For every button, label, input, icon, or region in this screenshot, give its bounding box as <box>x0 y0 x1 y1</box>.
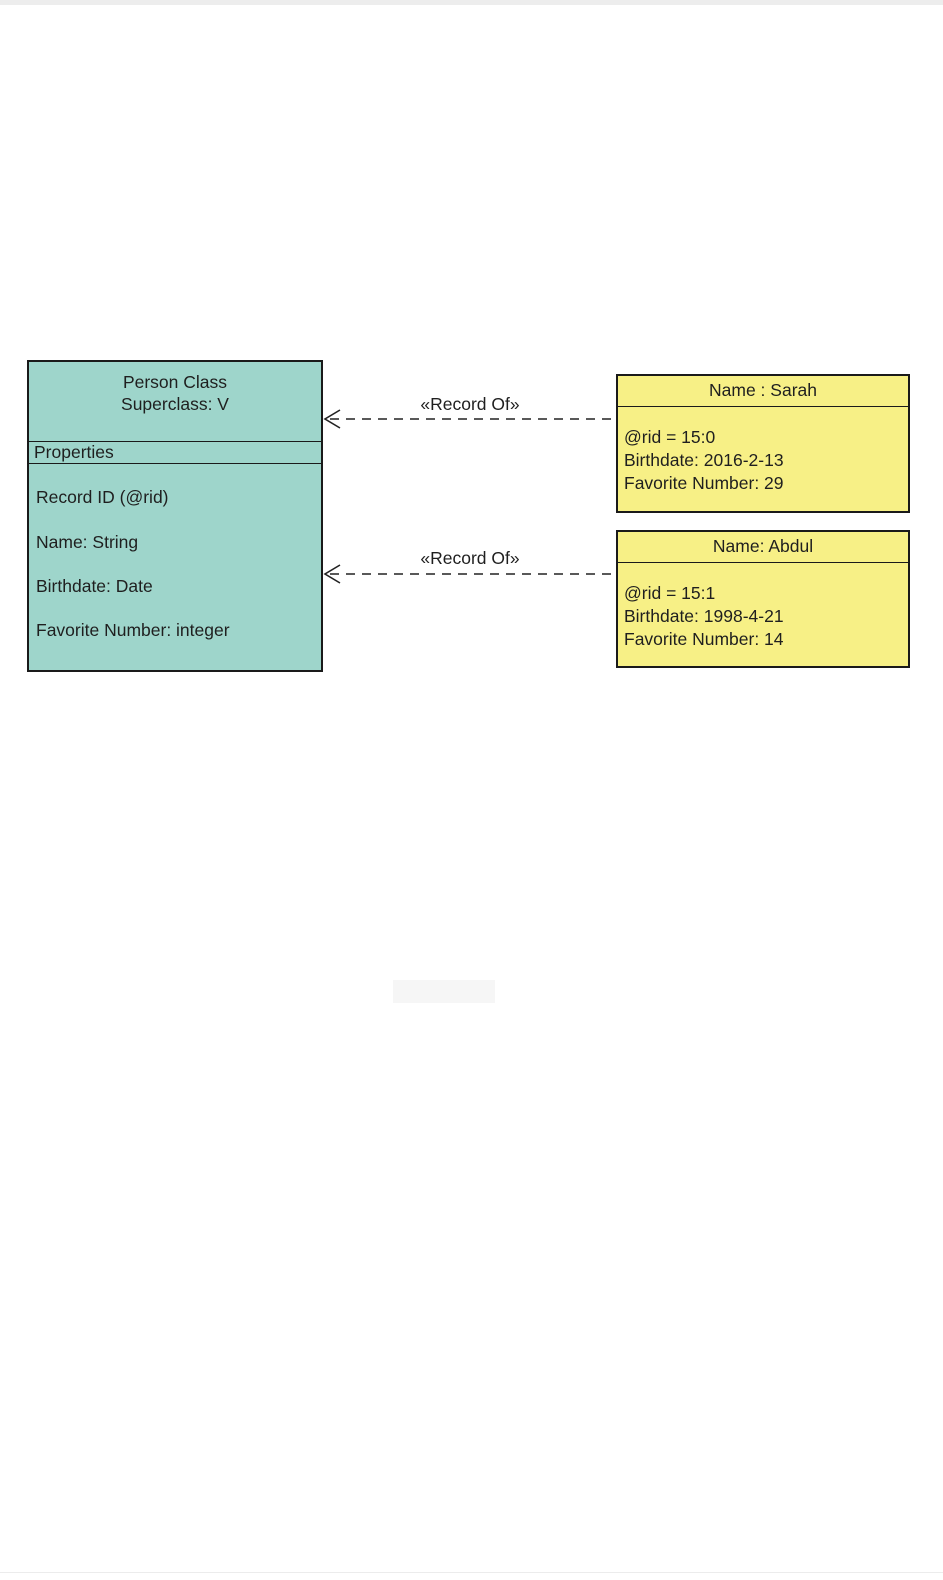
record-field-rid: @rid = 15:1 <box>624 583 716 603</box>
record-body: @rid = 15:0 Birthdate: 2016-2-13 Favorit… <box>618 407 908 495</box>
class-superclass: Superclass: V <box>121 394 229 414</box>
record-field-favorite-number: Favorite Number: 29 <box>624 473 784 493</box>
class-property-name: Name: String <box>36 532 139 552</box>
record-of-label-abdul: «Record Of» <box>420 548 520 568</box>
class-property-favorite-number: Favorite Number: integer <box>36 620 230 640</box>
record-body: @rid = 15:1 Birthdate: 1998-4-21 Favorit… <box>618 563 908 651</box>
record-of-label-sarah: «Record Of» <box>420 394 520 414</box>
properties-section-header: Properties <box>29 441 321 464</box>
record-field-birthdate: Birthdate: 1998-4-21 <box>624 606 784 626</box>
record-box-abdul: Name: Abdul @rid = 15:1 Birthdate: 1998-… <box>616 530 910 668</box>
properties-section-label: Properties <box>34 442 114 462</box>
class-property-birthdate: Birthdate: Date <box>36 576 153 596</box>
person-class-box: Person Class Superclass: V Properties Re… <box>27 360 323 672</box>
record-header: Name : Sarah <box>618 376 908 407</box>
record-box-sarah: Name : Sarah @rid = 15:0 Birthdate: 2016… <box>616 374 910 513</box>
record-field-rid: @rid = 15:0 <box>624 427 716 447</box>
record-field-favorite-number: Favorite Number: 14 <box>624 629 784 649</box>
record-header: Name: Abdul <box>618 532 908 563</box>
bottom-border-line <box>0 1572 943 1573</box>
class-property-rid: Record ID (@rid) <box>36 487 169 507</box>
top-border-band <box>0 0 943 5</box>
faded-artifact <box>393 980 495 1003</box>
class-header: Person Class Superclass: V <box>29 362 321 450</box>
class-title: Person Class <box>122 372 228 392</box>
record-field-birthdate: Birthdate: 2016-2-13 <box>624 450 784 470</box>
